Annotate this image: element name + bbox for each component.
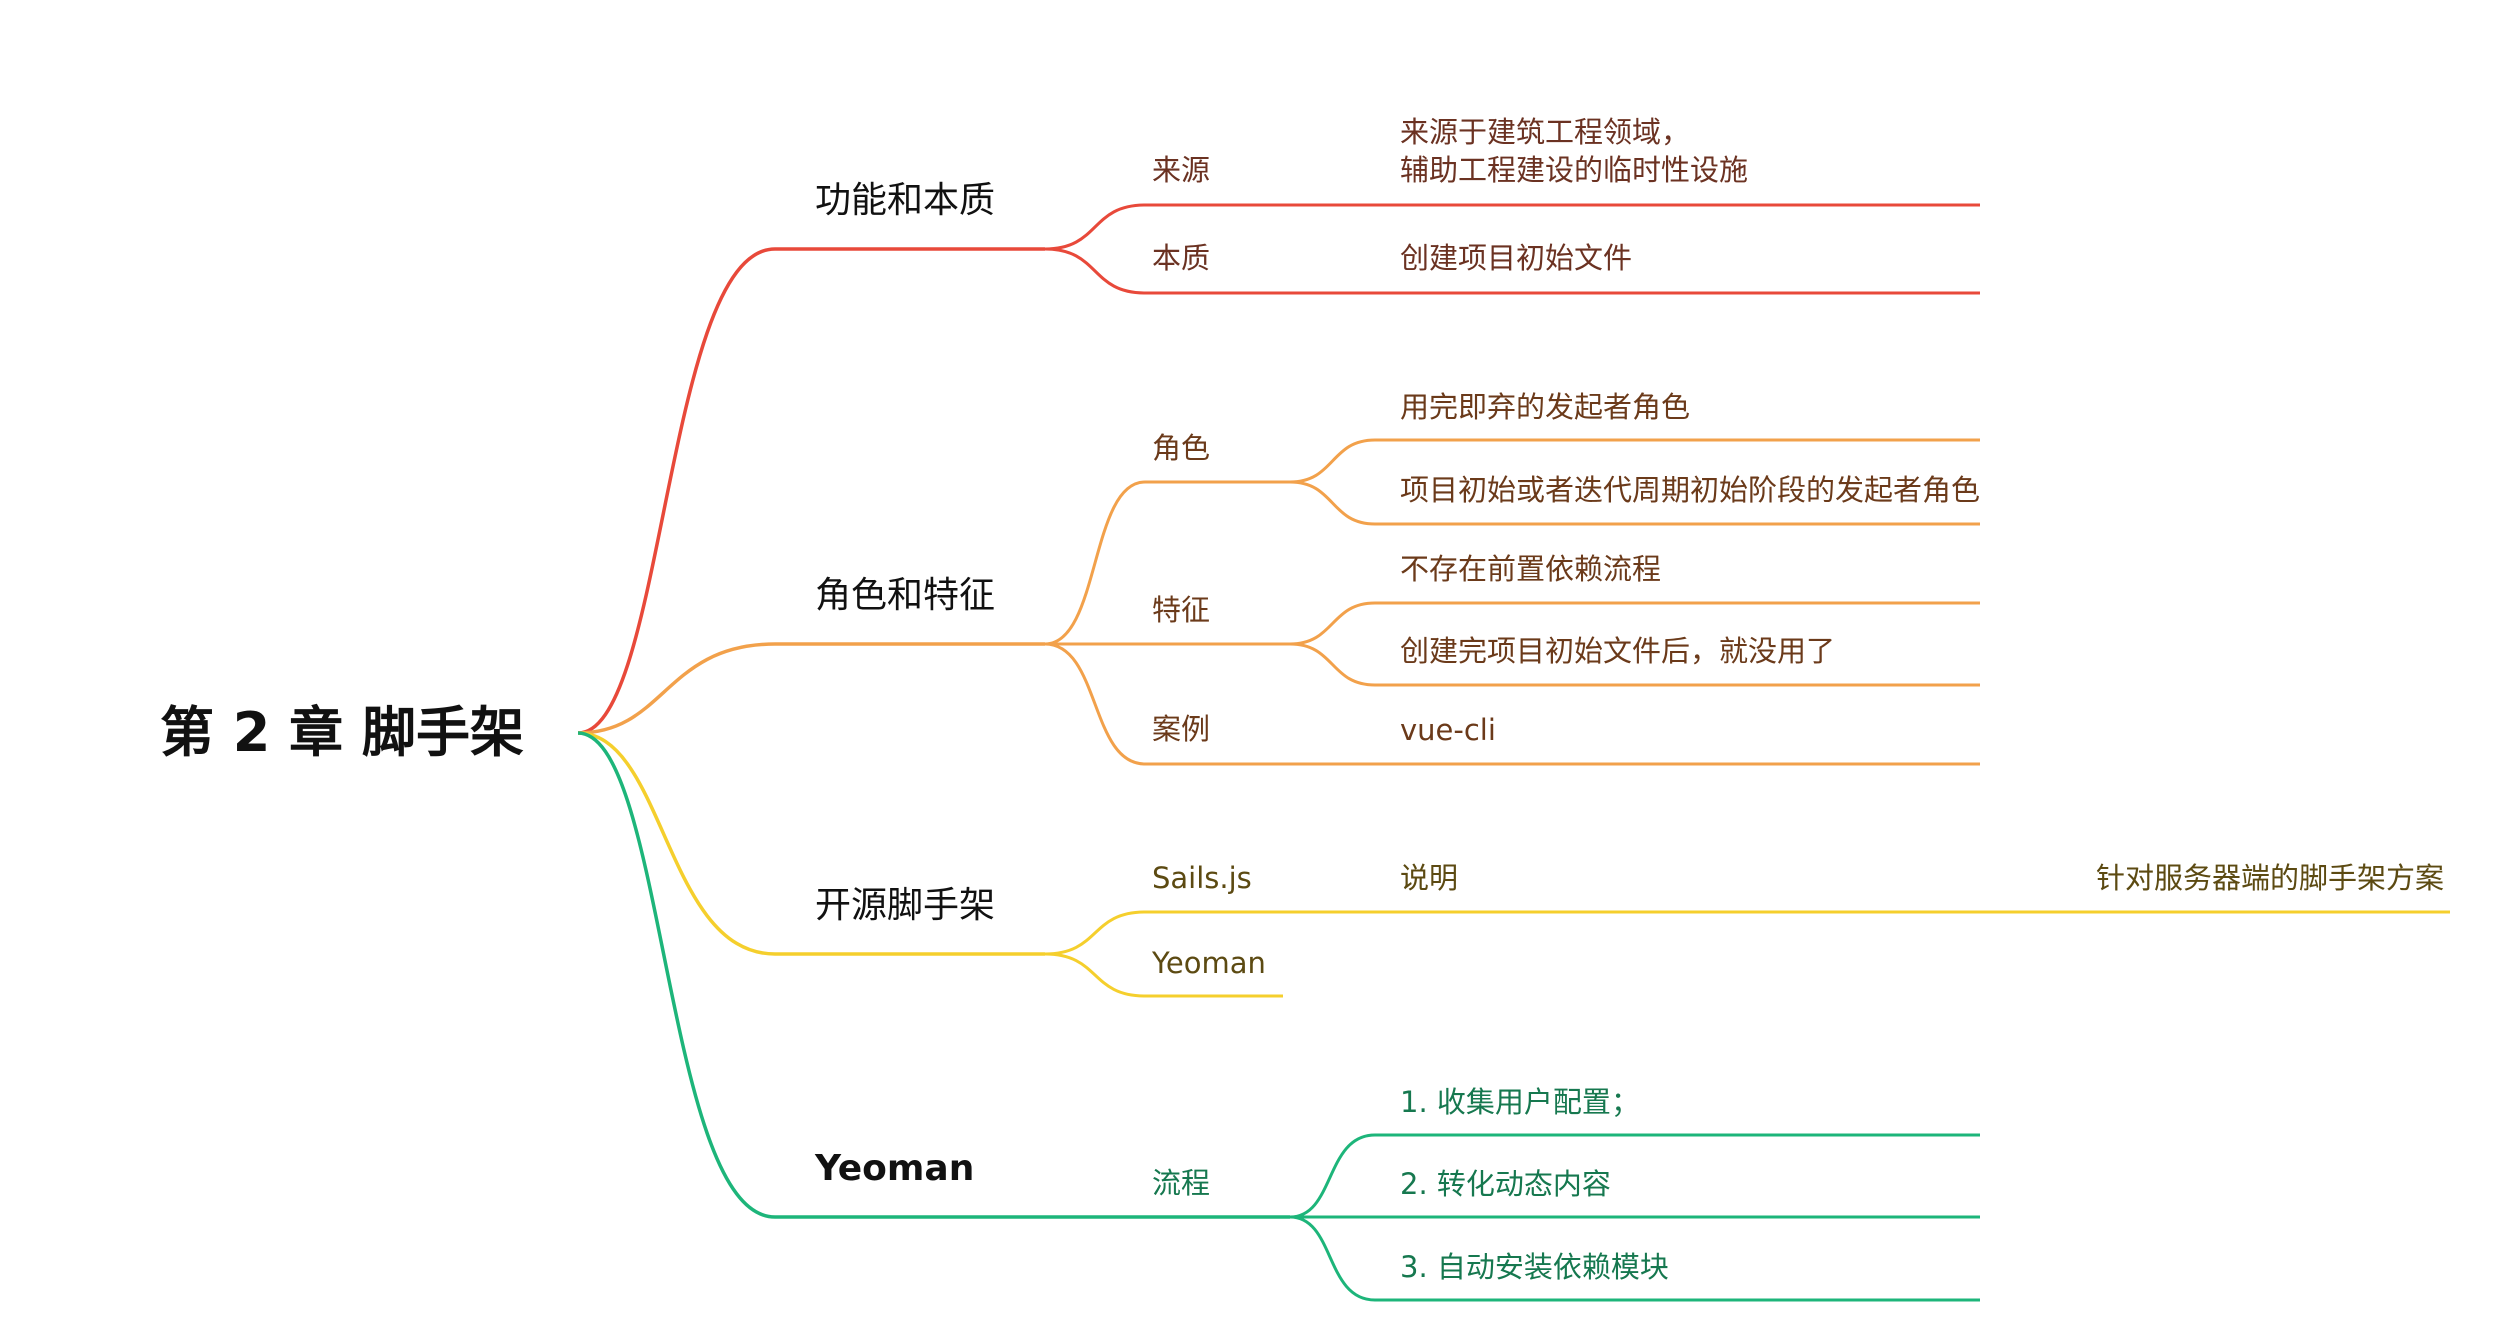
leaf-juese-1[interactable]: 用完即弃的发起者角色 bbox=[1400, 390, 1691, 424]
leaf-anli[interactable]: vue-cli bbox=[1400, 713, 1496, 747]
subtopic-tezheng[interactable]: 特征 bbox=[1152, 593, 1211, 627]
leaf-laiyuan-line-1[interactable]: 来源于建筑工程领域， bbox=[1400, 115, 1691, 149]
leaf-tezheng-2[interactable]: 创建完项目初始文件后，就没用了 bbox=[1400, 634, 1836, 668]
leaf-laiyuan-line-2[interactable]: 辅助工程建设的临时性设施 bbox=[1400, 153, 1749, 187]
subtopic-anli[interactable]: 案例 bbox=[1152, 712, 1211, 746]
connector-root-branch-3 bbox=[577, 731, 1045, 956]
leaf-liucheng-2[interactable]: 2. 转化动态内容 bbox=[1400, 1167, 1611, 1201]
connector-branch3-sails bbox=[1044, 910, 2450, 956]
subtopic-yeoman[interactable]: Yeoman bbox=[1152, 946, 1266, 980]
connector-branch3-yeoman bbox=[1044, 952, 1283, 998]
connector-root-branch-2 bbox=[577, 642, 1045, 735]
connector-branch2-juese bbox=[1044, 480, 1290, 646]
leaf-liucheng-1[interactable]: 1. 收集用户配置； bbox=[1400, 1085, 1640, 1119]
leaf-sails-detail[interactable]: 针对服务器端的脚手架方案 bbox=[2096, 861, 2445, 895]
connector-juese-leaf-1 bbox=[1289, 438, 1980, 484]
root-topic[interactable]: 第 2 章 脚手架 bbox=[160, 701, 524, 764]
connector-tezheng-leaf-1 bbox=[1289, 601, 1980, 646]
connector-liucheng-leaf-1 bbox=[1289, 1133, 1980, 1219]
leaf-liucheng-3[interactable]: 3. 自动安装依赖模块 bbox=[1400, 1250, 1669, 1284]
branch-open-source-scaffold[interactable]: 开源脚手架 bbox=[815, 885, 996, 926]
connector-branch1-laiyuan bbox=[1044, 203, 1980, 251]
connector-juese-leaf-2 bbox=[1289, 480, 1980, 526]
connector-root-branch-4 bbox=[577, 731, 1290, 1219]
subtopic-liucheng[interactable]: 流程 bbox=[1152, 1166, 1211, 1200]
subtopic-laiyuan[interactable]: 来源 bbox=[1152, 153, 1211, 187]
branch-yeoman[interactable]: Yeoman bbox=[815, 1148, 975, 1189]
branch-function-essence[interactable]: 功能和本质 bbox=[815, 180, 996, 221]
leaf-juese-2[interactable]: 项目初始或者迭代周期初始阶段的发起者角色 bbox=[1400, 473, 1981, 507]
connector-branch2-anli bbox=[1044, 642, 1980, 766]
connector-branch1-benzhi bbox=[1044, 247, 1980, 295]
connector-liucheng-leaf-3 bbox=[1289, 1215, 1980, 1302]
subtopic-juese[interactable]: 角色 bbox=[1152, 431, 1211, 465]
connector-tezheng-leaf-2 bbox=[1289, 642, 1980, 687]
subtopic-benzhi[interactable]: 本质 bbox=[1152, 241, 1211, 275]
connector-root-branch-1 bbox=[577, 247, 1045, 735]
leaf-tezheng-1[interactable]: 不存在前置依赖流程 bbox=[1400, 552, 1662, 586]
subtopic-sailsjs[interactable]: Sails.js bbox=[1152, 861, 1252, 895]
branch-role-feature[interactable]: 角色和特征 bbox=[815, 575, 996, 616]
leaf-benzhi[interactable]: 创建项目初始文件 bbox=[1400, 241, 1633, 275]
leaf-sails-shuoming[interactable]: 说明 bbox=[1400, 861, 1459, 895]
